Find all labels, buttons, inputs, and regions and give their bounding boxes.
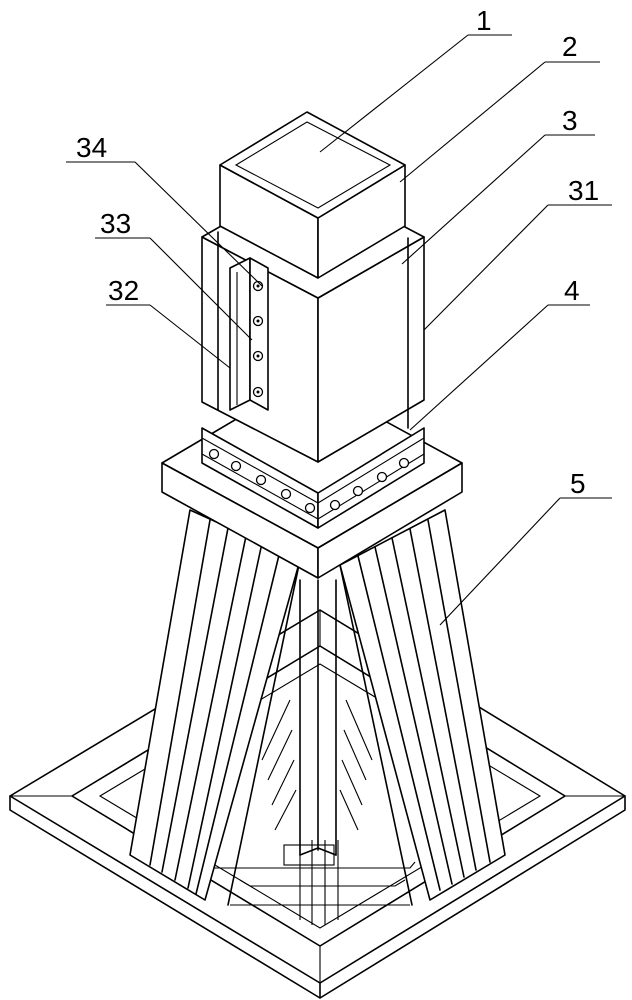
top-plate (161, 377, 463, 579)
central-column (261, 579, 373, 866)
clamp-plate (229, 257, 269, 411)
right-legs (339, 509, 506, 906)
label-34: 34 (76, 132, 107, 163)
label-32: 32 (108, 275, 139, 306)
label-1: 1 (476, 5, 492, 36)
label-2: 2 (562, 31, 578, 62)
leader-lines (66, 34, 612, 626)
label-3: 3 (562, 105, 578, 136)
label-4: 4 (564, 275, 580, 306)
label-33: 33 (100, 208, 131, 239)
label-31: 31 (568, 175, 599, 206)
label-5: 5 (570, 468, 586, 499)
upper-post (219, 111, 406, 279)
bolted-flange (201, 427, 425, 529)
